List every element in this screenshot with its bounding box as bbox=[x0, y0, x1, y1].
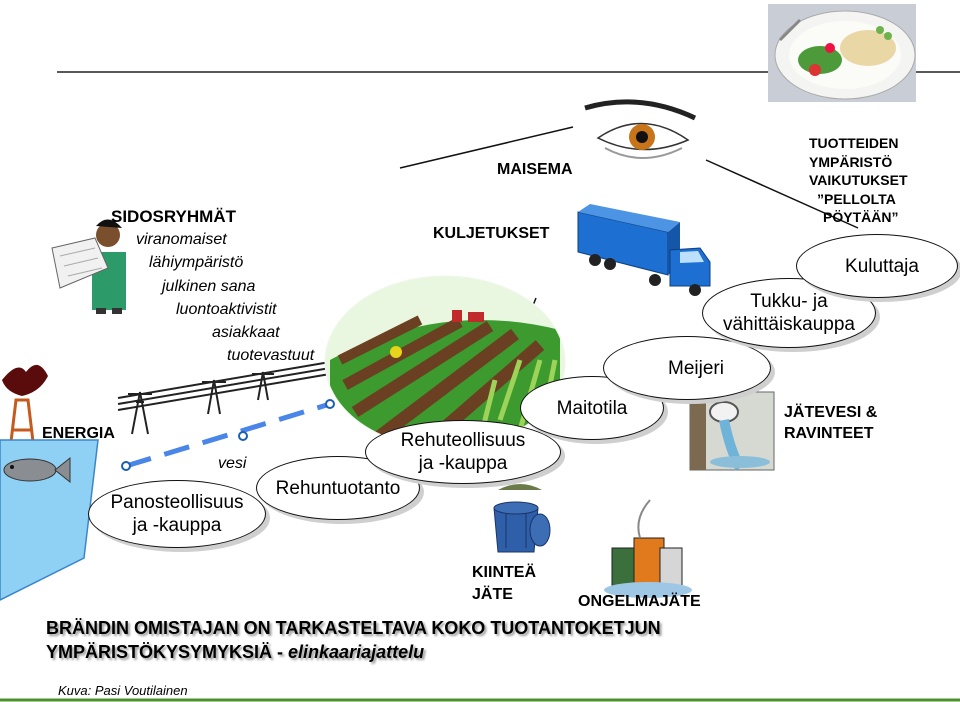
stakeholder-item: lähiympäristö bbox=[149, 254, 244, 271]
water-label: vesi bbox=[218, 455, 247, 472]
hazardous-waste-image bbox=[604, 499, 692, 598]
waste-pipe-image bbox=[689, 391, 775, 471]
stakeholder-item: tuotevastuut bbox=[227, 347, 315, 364]
landscape-label: MAISEMA bbox=[497, 161, 573, 178]
food-plate-image bbox=[768, 4, 916, 102]
product-impacts-label: TUOTTEIDEN YMPÄRISTÖ VAIKUTUKSET ”PELLOL… bbox=[809, 135, 908, 225]
wastewater-label: JÄTEVESI & RAVINTEET bbox=[784, 404, 878, 442]
eye-consumer-line bbox=[705, 159, 859, 229]
fish-image bbox=[3, 456, 71, 484]
trash-bin-image bbox=[493, 484, 551, 553]
newspaper-reader-image bbox=[51, 219, 126, 314]
chain-node-kuluttaja: Kuluttaja bbox=[796, 234, 958, 298]
maisema-line bbox=[399, 126, 574, 169]
energy-label: ENERGIA bbox=[42, 425, 115, 442]
transport-label: KULJETUKSET bbox=[433, 225, 550, 242]
bottom-statement-line1: BRÄNDIN OMISTAJAN ON TARKASTELTAVA KOKO … bbox=[46, 618, 661, 638]
stakeholder-item: asiakkaat bbox=[212, 324, 280, 341]
stakeholder-item: julkinen sana bbox=[162, 278, 256, 295]
water-pipeline bbox=[121, 399, 335, 471]
eye-image bbox=[584, 99, 697, 159]
stakeholder-item: luontoaktivistit bbox=[176, 301, 277, 318]
hazardous-waste-label: ONGELMAJÄTE bbox=[578, 593, 701, 610]
power-lines bbox=[117, 361, 331, 435]
bottom-statement-line2: YMPÄRISTÖKYSYMYKSIÄ - elinkaariajattelu bbox=[46, 642, 425, 662]
stakeholder-item: viranomaiset bbox=[136, 231, 227, 248]
stakeholders-title: SIDOSRYHMÄT bbox=[111, 207, 236, 226]
image-credit: Kuva: Pasi Voutilainen bbox=[58, 683, 188, 698]
chain-node-meijeri: Meijeri bbox=[603, 336, 771, 400]
solid-waste-label: KIINTEÄ JÄTE bbox=[472, 564, 536, 603]
truck-image bbox=[577, 204, 711, 296]
